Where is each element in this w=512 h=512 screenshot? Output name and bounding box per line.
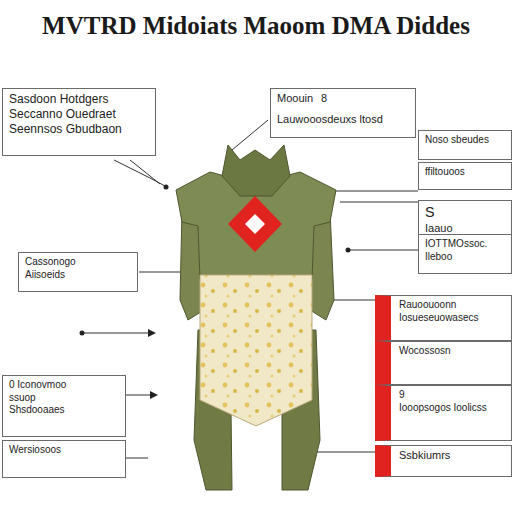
callout-box: Moouin 8Lauwooosdeuxs ltosd bbox=[270, 88, 416, 138]
box-text: Seennsos Gbudbaon bbox=[9, 122, 149, 137]
box-text: 8 bbox=[321, 92, 327, 106]
callout-box: Wersiosoos bbox=[2, 440, 126, 478]
box-text: Rauoouoonn bbox=[399, 299, 505, 312]
callout-box: ffiltouoos bbox=[418, 162, 512, 190]
box-text: Cassonogo bbox=[25, 256, 131, 269]
red-tab-box: Ssbkiumrs bbox=[375, 445, 512, 477]
box-text: Wocossosn bbox=[399, 345, 505, 358]
callout-box: 0 IconovmoossuopShsdooaaes bbox=[2, 375, 126, 437]
red-tab-box: 9Iooopsogos Ioolicss bbox=[375, 385, 512, 441]
red-tab-box: Wocossosn bbox=[375, 341, 512, 385]
callout-box: Sasdoon HotdgersSeccanno OuedraetSeennso… bbox=[2, 88, 156, 156]
box-text: Wersiosoos bbox=[9, 444, 119, 457]
callout-box: CassonogoAiisoeids bbox=[18, 252, 138, 292]
box-text: ffiltouoos bbox=[425, 166, 505, 179]
armored-figure bbox=[176, 145, 336, 490]
red-tab-box: RauoouoonnIosueseuowasecs bbox=[375, 295, 512, 341]
box-text: Iooopsogos Ioolicss bbox=[399, 402, 505, 415]
callout-box: Noso sbeudes bbox=[418, 130, 512, 160]
box-text: Sasdoon Hotdgers bbox=[9, 92, 149, 107]
box-text: Ileboo bbox=[425, 251, 505, 264]
title: MVTRD Midoiats Maoom DMA Diddes bbox=[6, 12, 506, 40]
box-text: ssuop bbox=[9, 392, 119, 405]
box-text: Noso sbeudes bbox=[425, 134, 505, 147]
box-text: 9 bbox=[399, 389, 505, 402]
box-text: Ssbkiumrs bbox=[399, 449, 505, 463]
box-text: Moouin bbox=[277, 92, 313, 106]
box-text: IOTTMOssoc. bbox=[425, 238, 505, 251]
box-text: Shsdooaaes bbox=[9, 404, 119, 417]
box-text: Seccanno Ouedraet bbox=[9, 107, 149, 122]
callout-box: IOTTMOssoc.Ileboo bbox=[418, 234, 512, 274]
box-text: Iosueseuowasecs bbox=[399, 312, 505, 325]
box-text: 0 Iconovmoo bbox=[9, 379, 119, 392]
box-text: Lauwooosdeuxs ltosd bbox=[277, 113, 409, 127]
box-text: S bbox=[425, 204, 435, 222]
box-text: Aiisoeids bbox=[25, 269, 131, 282]
